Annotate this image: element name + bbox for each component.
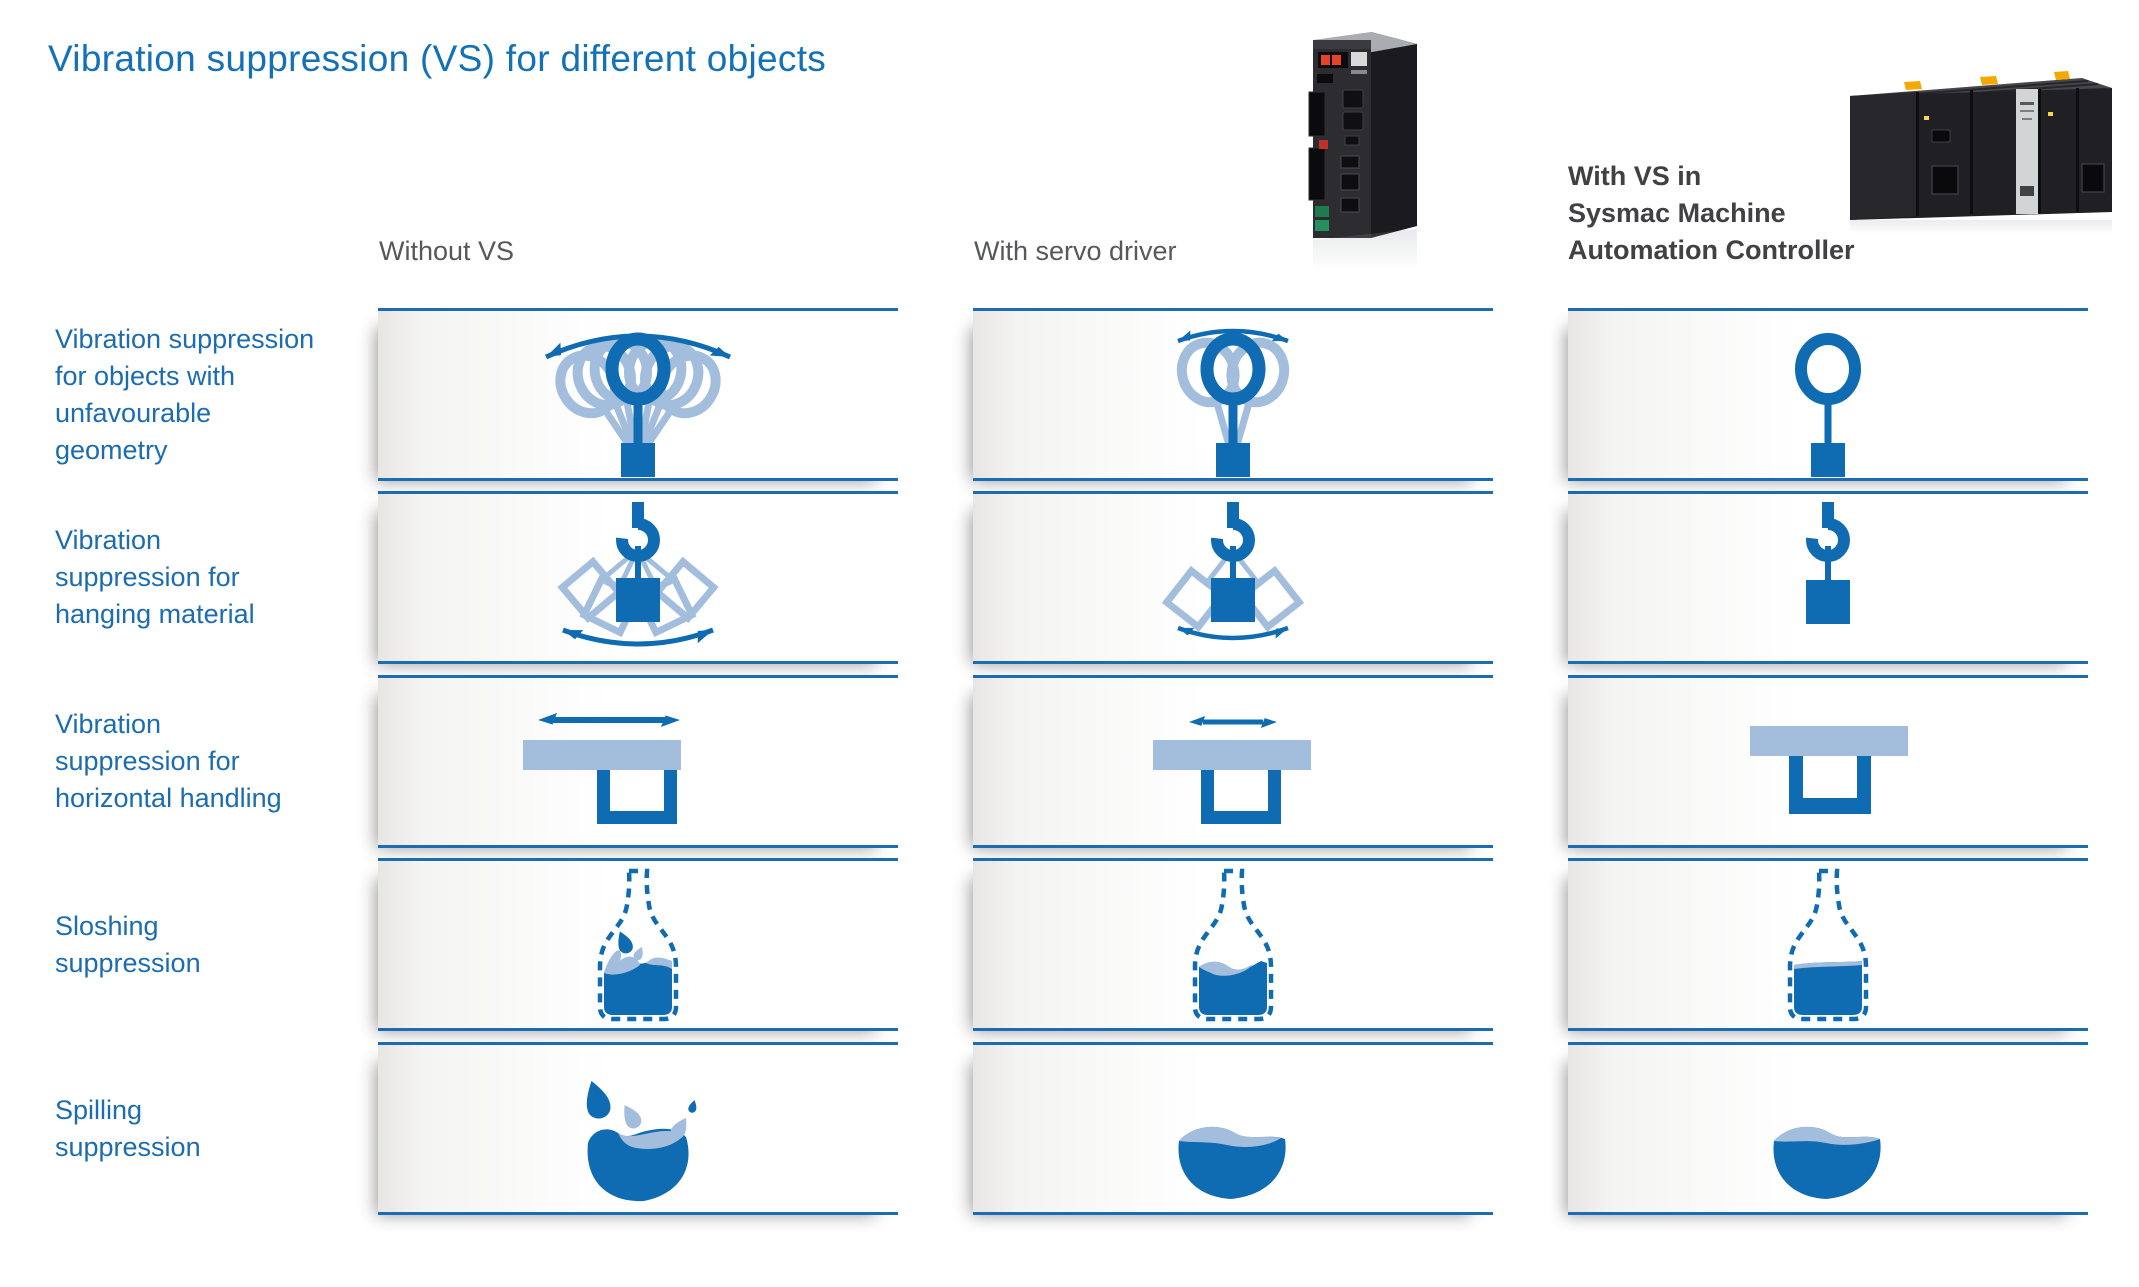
column-header-without-vs: Without VS — [379, 236, 515, 266]
liquid-calm-icon — [1773, 1126, 1881, 1199]
horizontal-motion-reduced-icon — [1153, 716, 1311, 824]
cell-r3-servo-driver — [973, 675, 1493, 848]
row-label-spilling: Spilling suppression — [55, 1094, 201, 1162]
column-header-sysmac: With VS in Sysmac Machine Automation Con… — [1568, 161, 1855, 265]
sysmac-controller-photo — [1850, 71, 2112, 234]
hanging-load-stable-icon — [1806, 502, 1850, 624]
servo-driver-photo — [1308, 32, 1417, 271]
horizontal-handling-stable-icon — [1750, 726, 1908, 814]
cell-r4-sysmac — [1568, 858, 2088, 1031]
liquid-spill-reduced-icon — [1178, 1126, 1286, 1199]
hanging-load-swing-large-icon — [557, 502, 719, 647]
liquid-spill-heavy-icon — [579, 1077, 698, 1202]
cell-r1-servo-driver — [973, 308, 1493, 481]
hanging-load-swing-reduced-icon — [1161, 502, 1305, 641]
bottle-liquid-calm-icon — [1787, 868, 1869, 1022]
horizontal-motion-large-icon — [523, 713, 681, 824]
cell-r1-without-vs — [378, 308, 898, 481]
cell-r5-without-vs — [378, 1042, 898, 1215]
bottle-slosh-heavy-icon — [597, 868, 679, 1022]
cell-r1-sysmac — [1568, 308, 2088, 481]
row-label-hanging-material: Vibration suppression for hanging materi… — [55, 525, 255, 629]
cell-r2-servo-driver — [973, 491, 1493, 664]
cell-r4-without-vs — [378, 858, 898, 1031]
cell-r3-sysmac — [1568, 675, 2088, 848]
bottle-slosh-reduced-icon — [1192, 868, 1274, 1022]
swing-pendulum-reduced-icon — [1176, 328, 1290, 477]
page-title: Vibration suppression (VS) for different… — [48, 38, 827, 79]
row-label-unfavourable-geometry: Vibration suppression for objects with u… — [55, 323, 315, 465]
row-label-horizontal-handling: Vibration suppression for horizontal han… — [55, 709, 282, 813]
column-header-servo-driver: With servo driver — [974, 236, 1177, 266]
cell-r5-servo-driver — [973, 1042, 1493, 1215]
cell-r5-sysmac — [1568, 1042, 2088, 1215]
cell-r2-without-vs — [378, 491, 898, 664]
cell-r3-without-vs — [378, 675, 898, 848]
cell-r2-sysmac — [1568, 491, 2088, 664]
cell-r4-servo-driver — [973, 858, 1493, 1031]
swing-pendulum-large-icon — [543, 332, 732, 477]
row-label-sloshing: Sloshing suppression — [55, 910, 201, 978]
pendulum-stable-icon — [1795, 333, 1861, 477]
